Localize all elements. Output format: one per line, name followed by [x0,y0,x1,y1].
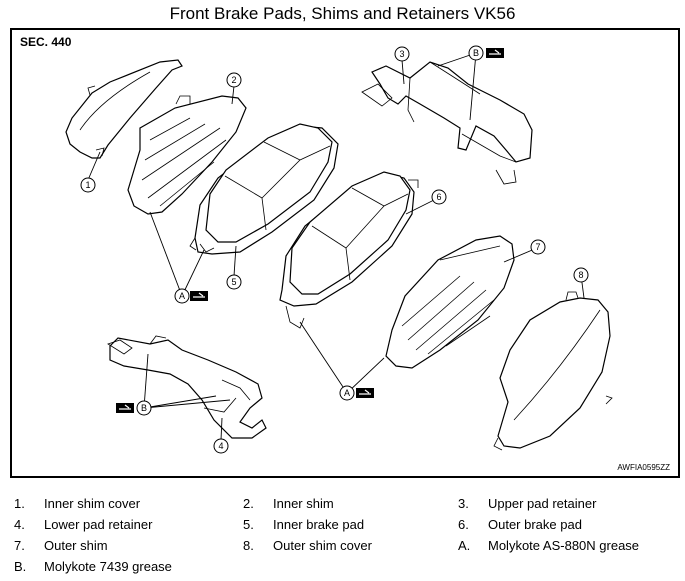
callout-b-lower: B [136,400,152,416]
svg-text:1: 1 [85,180,90,190]
callout-b-upper: B [468,45,484,61]
callout-3: 3 [394,46,410,62]
svg-text:6: 6 [436,192,441,202]
svg-text:5: 5 [231,277,236,287]
callout-a-lower: A [339,385,355,401]
svg-text:4: 4 [218,441,223,451]
grease-symbol-icon-b-upper [486,48,504,58]
svg-text:B: B [473,48,479,58]
figure-code: AWFIA0595ZZ [617,463,670,472]
svg-text:A: A [344,388,350,398]
outer-brake-pad [279,171,419,329]
svg-text:7: 7 [535,242,540,252]
outer-shim [385,235,515,369]
callout-7: 7 [530,239,546,255]
inner-brake-pad [189,123,339,255]
inner-shim [127,95,247,215]
outer-shim-cover [493,291,613,451]
callout-a-upper: A [174,288,190,304]
inner-shim-cover [65,59,183,159]
upper-pad-retainer [361,61,533,185]
callout-5: 5 [226,274,242,290]
grease-symbol-icon-a-lower [356,388,374,398]
svg-text:A: A [179,291,185,301]
svg-text:3: 3 [399,49,404,59]
svg-text:B: B [141,403,147,413]
grease-symbol-icon-a-upper [190,291,208,301]
callout-6: 6 [431,189,447,205]
svg-text:2: 2 [231,75,236,85]
section-label: SEC. 440 [20,35,72,49]
diagram-frame: SEC. 440 AWFIA0595ZZ [10,28,680,478]
callout-2: 2 [226,72,242,88]
callout-1: 1 [80,177,96,193]
svg-text:8: 8 [578,270,583,280]
callout-8: 8 [573,267,589,283]
lower-pad-retainer [107,335,267,439]
callout-4: 4 [213,438,229,454]
diagram-title: Front Brake Pads, Shims and Retainers VK… [169,4,516,23]
grease-symbol-icon-b-lower [116,403,134,413]
